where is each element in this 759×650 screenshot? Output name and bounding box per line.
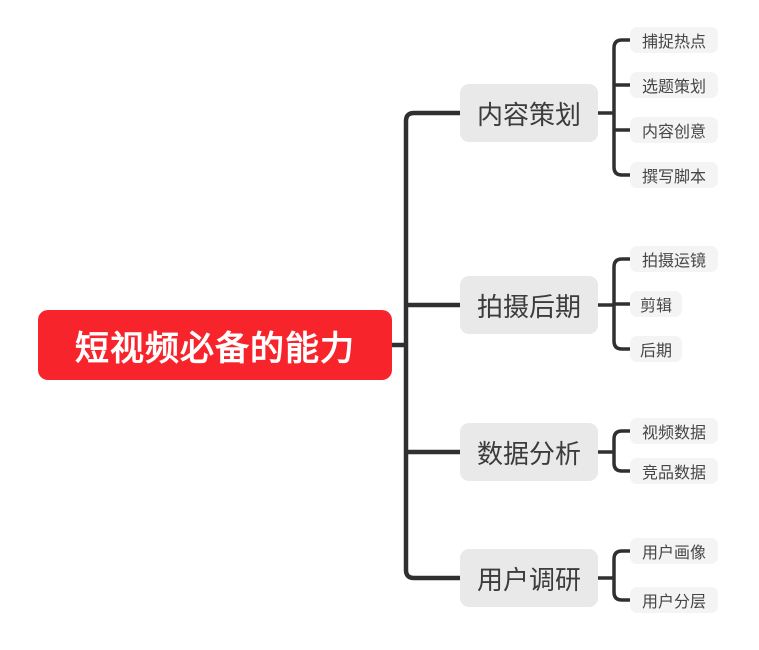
child-node-capture-hotspots[interactable]: 捕捉热点: [630, 27, 718, 53]
child-node-topic-planning[interactable]: 选题策划: [630, 72, 718, 98]
branch-node-user-research[interactable]: 用户调研: [460, 549, 598, 607]
child-node-editing[interactable]: 剪辑: [630, 291, 682, 317]
child-node-competitor-data[interactable]: 竞品数据: [630, 458, 718, 484]
child-node-user-persona[interactable]: 用户画像: [630, 538, 718, 564]
child-node-video-data[interactable]: 视频数据: [630, 418, 718, 444]
branch-node-content-planning[interactable]: 内容策划: [460, 84, 598, 142]
branch-node-shooting-post[interactable]: 拍摄后期: [460, 276, 598, 334]
branch-node-data-analysis[interactable]: 数据分析: [460, 423, 598, 481]
child-node-post-production[interactable]: 后期: [630, 336, 682, 362]
child-node-user-segmentation[interactable]: 用户分层: [630, 587, 718, 613]
root-node[interactable]: 短视频必备的能力: [38, 310, 392, 380]
child-node-script-writing[interactable]: 撰写脚本: [630, 162, 718, 188]
child-node-content-ideas[interactable]: 内容创意: [630, 117, 718, 143]
child-node-camera-movement[interactable]: 拍摄运镜: [630, 246, 718, 272]
